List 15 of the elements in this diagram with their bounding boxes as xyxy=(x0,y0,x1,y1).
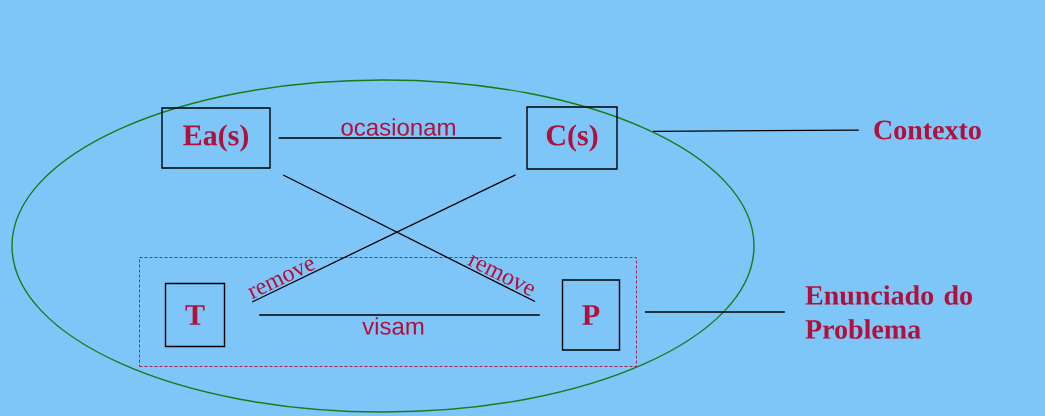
side-label: Contexto xyxy=(874,120,981,140)
connector-line xyxy=(278,137,502,139)
connector-line xyxy=(251,174,517,303)
connector-line xyxy=(644,311,786,313)
side-label: Enunciado do Problema xyxy=(805,285,972,339)
connector-line xyxy=(258,314,541,316)
edge-label: visam xyxy=(362,317,424,335)
connector-line xyxy=(652,129,860,133)
edge-label: remove xyxy=(247,259,316,300)
term-box: C(s) xyxy=(526,106,618,170)
term-box: P xyxy=(561,279,621,351)
term-box: T xyxy=(164,282,226,348)
connector-line xyxy=(282,174,536,303)
edge-label: ocasionam xyxy=(341,118,455,136)
term-box: Ea(s) xyxy=(161,107,271,169)
